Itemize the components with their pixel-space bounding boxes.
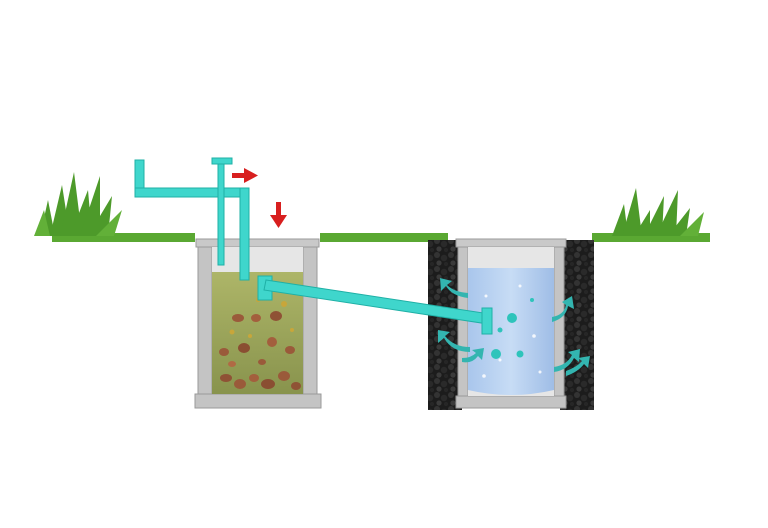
- seep-arrow-1: [440, 278, 468, 298]
- ground-strip-middle: [320, 233, 448, 242]
- tank-wall-left: [197, 246, 213, 396]
- ground-strip-right: [592, 233, 710, 242]
- seep-arrow-6: [566, 356, 590, 376]
- seepage-arrows: [438, 278, 590, 376]
- water-bubbles: [482, 284, 542, 378]
- seep-arrow-4: [552, 296, 574, 322]
- grass-tuft-right: [612, 188, 704, 236]
- seep-arrow-3: [462, 348, 484, 363]
- ground-strip-left: [52, 233, 195, 242]
- water-droplets: [491, 298, 534, 359]
- outlet-pipe: [263, 279, 493, 335]
- sludge-solids: [219, 298, 301, 390]
- tank-wall-right: [302, 246, 318, 396]
- pit-wall-right: [553, 246, 565, 398]
- seep-arrow-2: [438, 330, 470, 352]
- ground: [52, 233, 710, 242]
- grass-tuft-left: [34, 172, 122, 236]
- pit-wall-left: [457, 246, 469, 398]
- gravel-right: [560, 240, 594, 410]
- pit-lid: [455, 238, 567, 248]
- inflow-arrow-right: [232, 168, 258, 183]
- pit-water: [468, 268, 554, 395]
- septic-tank: [194, 238, 322, 409]
- gravel-left: [428, 240, 462, 410]
- inflow-arrow-down: [270, 202, 287, 228]
- seep-arrow-5: [554, 349, 580, 372]
- pit-base: [455, 395, 567, 409]
- soak-pit: [428, 238, 594, 410]
- tank-lid: [195, 238, 320, 248]
- tank-base: [194, 393, 322, 409]
